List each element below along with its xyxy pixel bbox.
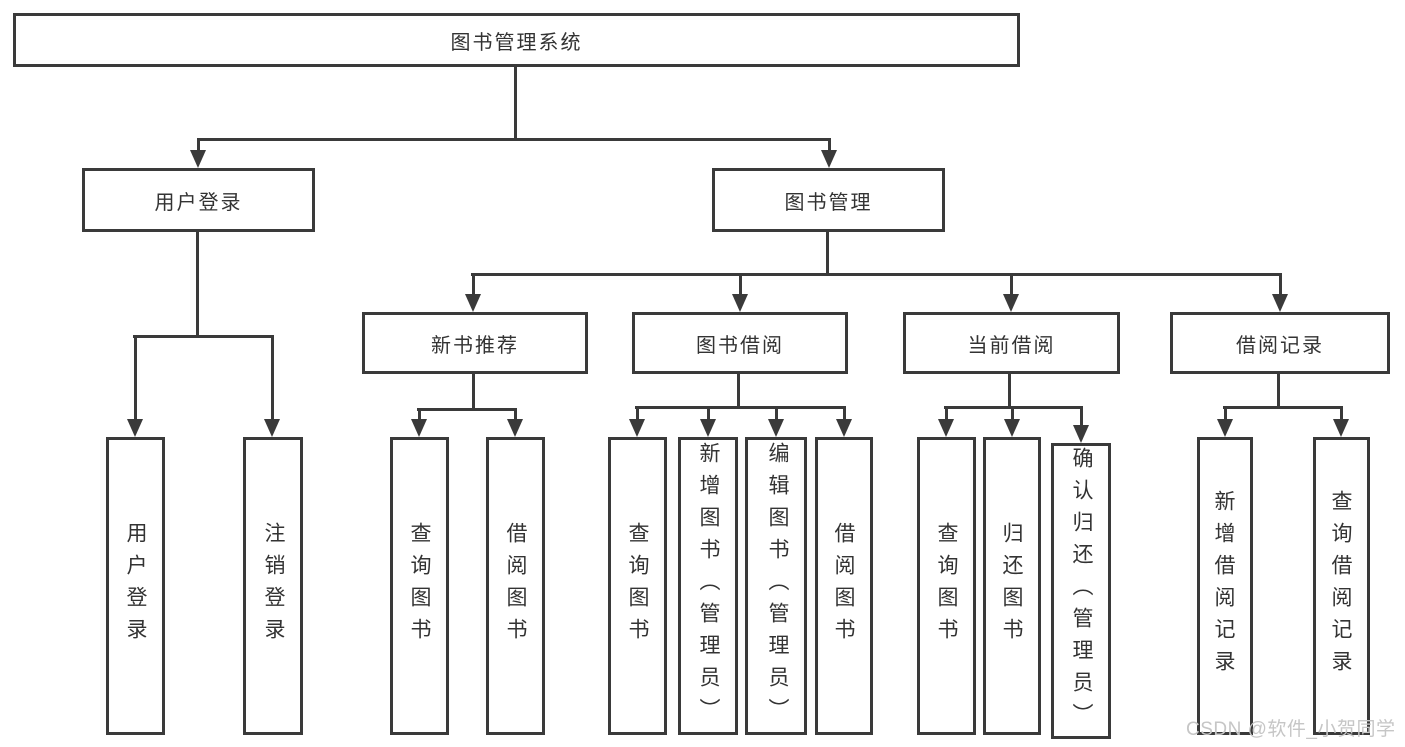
connector-book-borrow-trunk bbox=[737, 374, 740, 409]
arrow-to-bb-add-icon bbox=[700, 409, 716, 437]
node-borrow-record: 借阅记录 bbox=[1170, 312, 1390, 374]
node-new-book-recommend: 新书推荐 bbox=[362, 312, 588, 374]
arrow-to-cb-confirm-icon bbox=[1073, 409, 1089, 443]
connector-current-borrow-trunk bbox=[1008, 374, 1011, 409]
arrow-to-br-query-icon bbox=[1333, 409, 1349, 437]
arrow-to-book-borrow-icon bbox=[732, 276, 748, 312]
leaf-nb-borrow-books: 借阅图书 bbox=[486, 437, 545, 735]
arrow-to-cb-return-icon bbox=[1004, 409, 1020, 437]
arrow-to-bb-borrow-icon bbox=[836, 409, 852, 437]
leaf-bb-add-books-admin: 新增图书（管理员） bbox=[678, 437, 738, 735]
arrow-to-br-add-icon bbox=[1217, 409, 1233, 437]
connector-root-trunk bbox=[514, 67, 517, 141]
leaf-logout: 注销登录 bbox=[243, 437, 303, 735]
arrow-to-nb-borrow-icon bbox=[507, 411, 523, 437]
leaf-nb-query-books: 查询图书 bbox=[390, 437, 449, 735]
leaf-cb-confirm-return-admin: 确认归还（管理员） bbox=[1051, 443, 1111, 739]
connector-current-borrow-branch-line bbox=[944, 406, 1083, 409]
arrow-to-new-book-icon bbox=[465, 276, 481, 312]
connector-new-book-trunk bbox=[472, 374, 475, 411]
leaf-bb-edit-books-admin: 编辑图书（管理员） bbox=[745, 437, 807, 735]
arrow-to-borrow-record-icon bbox=[1272, 276, 1288, 312]
csdn-watermark: CSDN @软件_小贺同学 bbox=[1186, 719, 1396, 740]
arrow-to-nb-query-icon bbox=[411, 411, 427, 437]
node-current-borrow: 当前借阅 bbox=[903, 312, 1120, 374]
leaf-br-add-record: 新增借阅记录 bbox=[1197, 437, 1253, 735]
connector-new-book-branch-line bbox=[417, 408, 517, 411]
node-root: 图书管理系统 bbox=[13, 13, 1020, 67]
arrow-to-logout-leaf-icon bbox=[264, 338, 280, 437]
leaf-user-login: 用户登录 bbox=[106, 437, 165, 735]
arrow-to-bb-query-icon bbox=[629, 409, 645, 437]
node-book-management: 图书管理 bbox=[712, 168, 945, 232]
connector-borrow-record-branch-line bbox=[1223, 406, 1343, 409]
node-user-login: 用户登录 bbox=[82, 168, 315, 232]
leaf-cb-return-books: 归还图书 bbox=[983, 437, 1041, 735]
arrow-to-book-management-icon bbox=[821, 141, 837, 168]
connector-root-branch-line bbox=[197, 138, 831, 141]
connector-user-login-trunk bbox=[196, 232, 199, 338]
connector-book-borrow-branch-line bbox=[635, 406, 846, 409]
arrow-to-user-login-leaf-icon bbox=[127, 338, 143, 437]
connector-borrow-record-trunk bbox=[1277, 374, 1280, 409]
leaf-br-query-record: 查询借阅记录 bbox=[1313, 437, 1370, 735]
leaf-bb-borrow-books: 借阅图书 bbox=[815, 437, 873, 735]
arrow-to-cb-query-icon bbox=[938, 409, 954, 437]
leaf-cb-query-books: 查询图书 bbox=[917, 437, 976, 735]
node-book-borrow: 图书借阅 bbox=[632, 312, 848, 374]
arrow-to-bb-edit-icon bbox=[768, 409, 784, 437]
connector-user-login-branch-line bbox=[133, 335, 274, 338]
arrow-to-current-borrow-icon bbox=[1003, 276, 1019, 312]
leaf-bb-query-books: 查询图书 bbox=[608, 437, 667, 735]
connector-book-management-branch-line bbox=[471, 273, 1282, 276]
arrow-to-user-login-icon bbox=[190, 141, 206, 168]
connector-book-management-trunk bbox=[826, 232, 829, 276]
